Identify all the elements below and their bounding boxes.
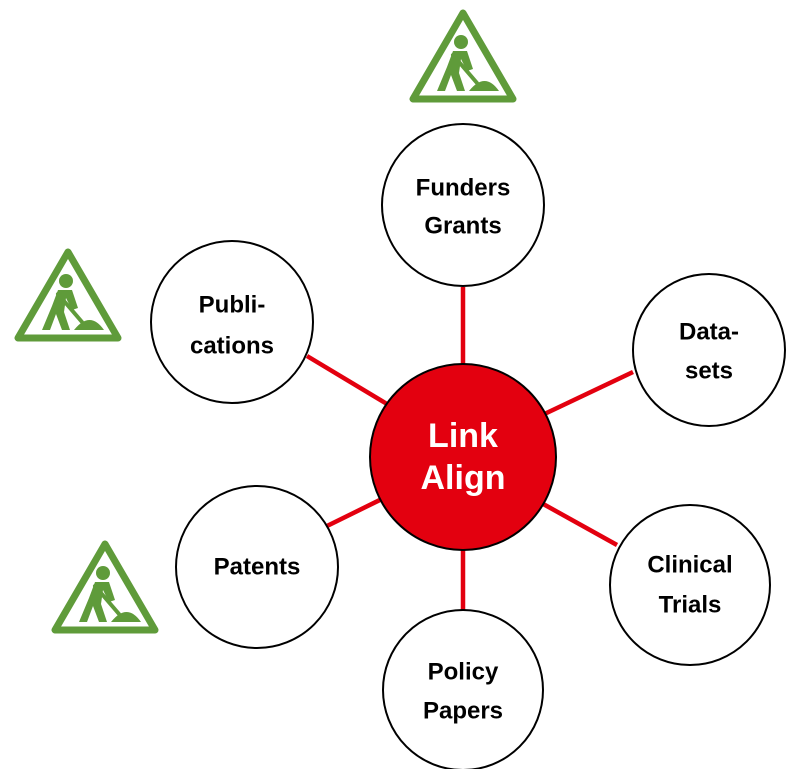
node-clinical-trials-line1: Clinical bbox=[647, 551, 732, 578]
node-publications-line1: Publi- bbox=[199, 291, 266, 318]
node-policy-papers: Policy Papers bbox=[382, 609, 544, 769]
connector-clinical-trials bbox=[534, 498, 619, 547]
node-patents-line1: Patents bbox=[214, 553, 301, 580]
node-funders-grants: Funders Grants bbox=[381, 123, 545, 287]
node-funders-grants-line2: Grants bbox=[424, 212, 501, 239]
connector-publications bbox=[305, 354, 389, 406]
hub-label-line1: Link bbox=[428, 417, 498, 455]
node-funders-grants-line1: Funders bbox=[416, 174, 511, 201]
node-publications-line2: cations bbox=[190, 332, 274, 359]
node-policy-papers-line1: Policy bbox=[428, 658, 499, 685]
node-publications: Publi- cations bbox=[150, 240, 314, 404]
hub-label-line2: Align bbox=[421, 459, 506, 497]
node-datasets-line1: Data- bbox=[679, 318, 739, 345]
connector-datasets bbox=[535, 369, 634, 421]
node-patents: Patents bbox=[175, 485, 339, 649]
hub-node: Link Align bbox=[369, 363, 557, 551]
node-policy-papers-line2: Papers bbox=[423, 697, 503, 724]
under-construction-icon bbox=[18, 252, 118, 338]
node-datasets: Data- sets bbox=[632, 273, 786, 427]
under-construction-icon bbox=[413, 13, 513, 99]
node-clinical-trials: Clinical Trials bbox=[609, 504, 771, 666]
node-clinical-trials-line2: Trials bbox=[659, 591, 722, 618]
under-construction-icon bbox=[55, 544, 155, 630]
node-datasets-line2: sets bbox=[685, 357, 733, 384]
